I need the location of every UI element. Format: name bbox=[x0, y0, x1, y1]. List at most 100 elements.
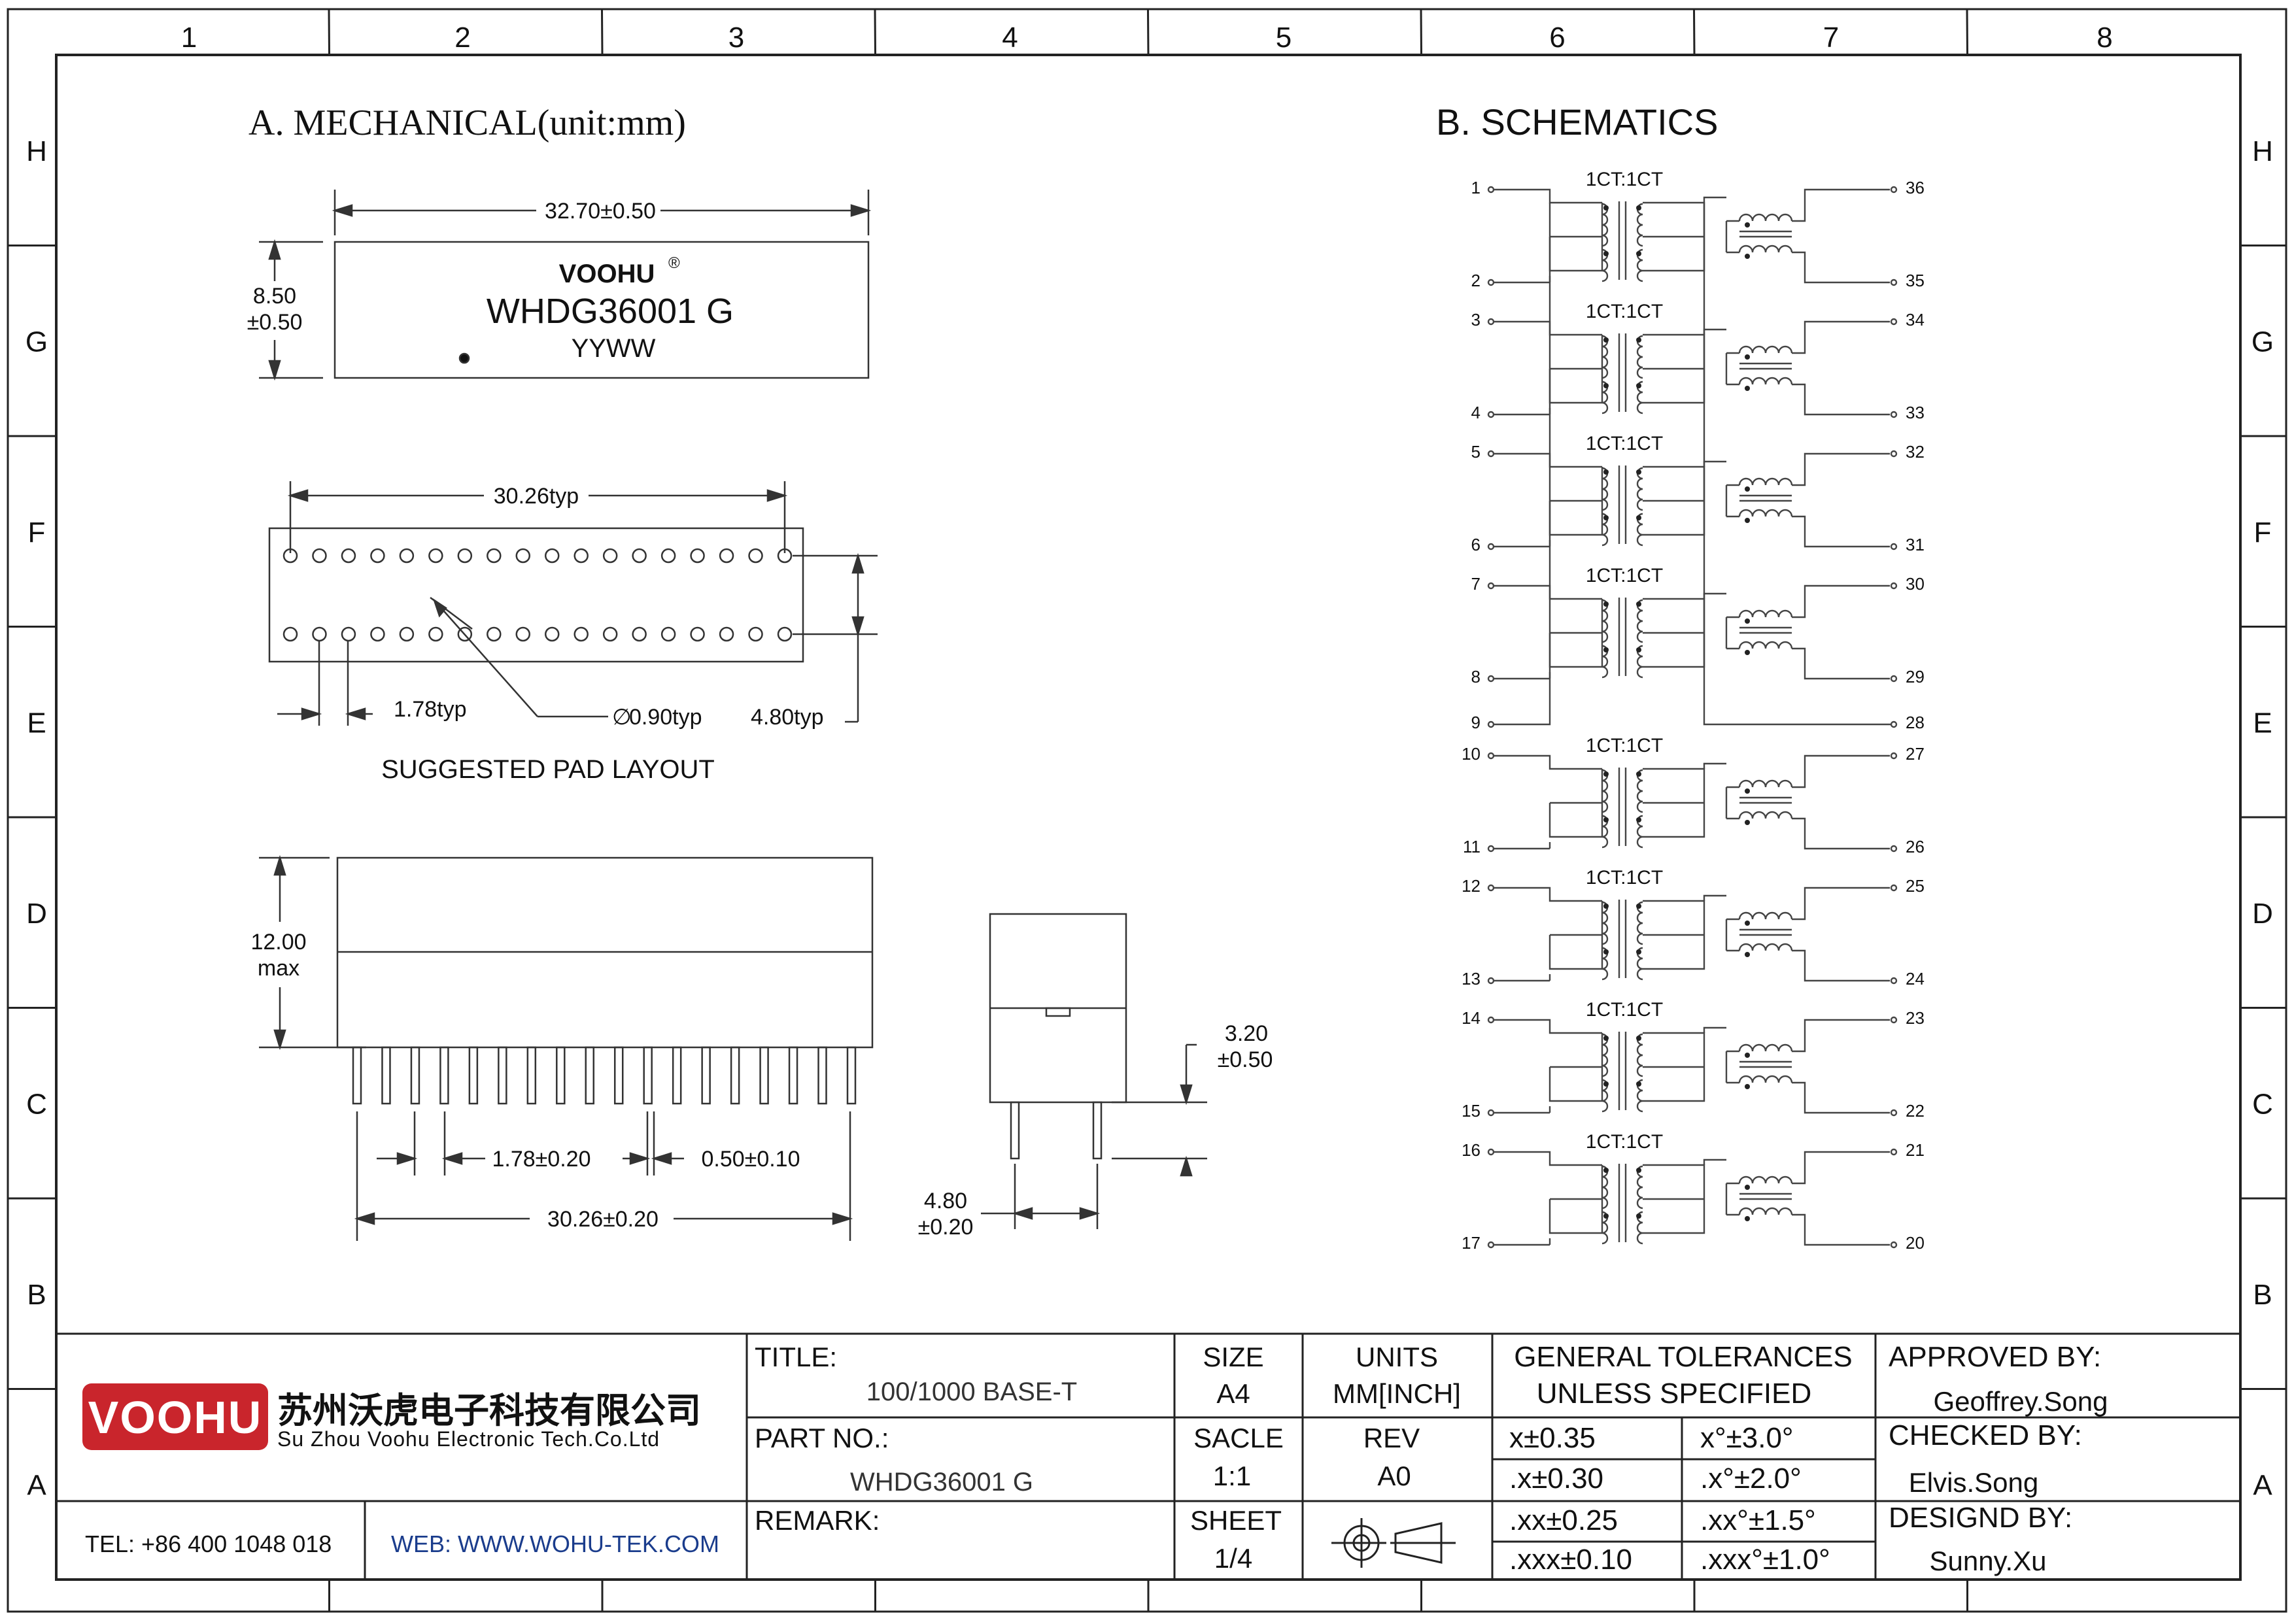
part-no-value: WHDG36001 G bbox=[850, 1468, 1033, 1497]
units-value: MM[INCH] bbox=[1333, 1378, 1461, 1409]
zone-row-label: A bbox=[27, 1469, 46, 1501]
pad-layout bbox=[268, 481, 878, 726]
pin-terminal bbox=[1890, 279, 1898, 286]
polarity-dot bbox=[1745, 354, 1750, 360]
polarity-dot bbox=[1745, 952, 1750, 957]
side-pin bbox=[759, 1046, 769, 1105]
wire bbox=[1494, 584, 1602, 600]
zone-col-label: 4 bbox=[1002, 22, 1018, 54]
polarity-dot bbox=[1745, 618, 1750, 624]
tolerance-linear: .xx±0.25 bbox=[1509, 1504, 1618, 1536]
side-pin bbox=[730, 1046, 740, 1105]
pad-hole bbox=[574, 548, 589, 564]
polarity-dot bbox=[1603, 515, 1609, 520]
pad-hole bbox=[544, 626, 560, 642]
designed-label: DESIGND BY: bbox=[1889, 1502, 2072, 1534]
primary-coil bbox=[1601, 467, 1609, 511]
schematic-pin-right: 21 bbox=[1906, 1140, 1925, 1160]
schematic-pin-left: 8 bbox=[1471, 667, 1481, 686]
wire bbox=[1549, 943, 1603, 981]
zone-row-label: F bbox=[2254, 516, 2272, 549]
zone-row-label: D bbox=[26, 898, 47, 930]
wire bbox=[1726, 515, 1890, 548]
tolerance-linear: .xxx±0.10 bbox=[1509, 1544, 1632, 1576]
side-pins bbox=[352, 1046, 857, 1105]
wire bbox=[1494, 1151, 1602, 1166]
end-pin-length-dim: 3.20 bbox=[1225, 1021, 1268, 1046]
polarity-dot bbox=[1636, 1213, 1641, 1219]
tel-number: TEL: +86 400 1048 018 bbox=[85, 1531, 332, 1557]
pad-hole bbox=[690, 626, 705, 642]
schematic-pin-right: 33 bbox=[1906, 403, 1925, 422]
schematic-pin-left: 15 bbox=[1462, 1101, 1481, 1121]
polarity-dot bbox=[1636, 383, 1641, 388]
pin-terminal bbox=[1890, 884, 1898, 892]
zone-col-label: 2 bbox=[454, 22, 470, 54]
transformer-ratio-label: 1CT:1CT bbox=[1586, 1131, 1663, 1153]
pin-terminal bbox=[1487, 1109, 1495, 1117]
secondary-coil bbox=[1636, 599, 1643, 643]
pad-hole bbox=[457, 548, 473, 564]
tolerance-angular: .xx°±1.5° bbox=[1700, 1504, 1816, 1536]
pad-hole bbox=[487, 548, 502, 564]
common-mode-choke bbox=[1738, 609, 1793, 618]
primary-coil bbox=[1601, 1033, 1609, 1077]
pad-hole bbox=[312, 626, 327, 642]
common-mode-choke bbox=[1738, 213, 1793, 222]
transformer-ratio-label: 1CT:1CT bbox=[1586, 867, 1663, 888]
pad-hole bbox=[341, 626, 356, 642]
wire bbox=[1726, 647, 1890, 680]
pad-hole bbox=[515, 548, 531, 564]
schematic-pin-right: 30 bbox=[1906, 574, 1925, 594]
zone-row-label: E bbox=[2253, 707, 2272, 739]
wire bbox=[1494, 887, 1602, 902]
zone-col-label: 1 bbox=[181, 22, 197, 54]
zone-row-label: A bbox=[2253, 1469, 2272, 1501]
polarity-dot bbox=[1745, 1053, 1750, 1058]
wire bbox=[1643, 598, 1705, 668]
wire bbox=[1726, 383, 1890, 416]
pad-pitch-dim: 1.78typ bbox=[394, 697, 467, 722]
pin-terminal bbox=[1487, 450, 1495, 458]
wire bbox=[1643, 1164, 1705, 1234]
schematic-pin-right: 27 bbox=[1906, 744, 1925, 764]
primary-coil bbox=[1601, 599, 1609, 643]
tolerance-angular: x°±3.0° bbox=[1700, 1422, 1794, 1454]
pin-terminal bbox=[1487, 1241, 1495, 1249]
side-pin bbox=[643, 1046, 653, 1105]
zone-row-label: B bbox=[2253, 1279, 2272, 1311]
wire bbox=[1494, 320, 1602, 336]
schematic-pin-left: 17 bbox=[1462, 1233, 1481, 1253]
title-block bbox=[56, 1332, 2240, 1580]
polarity-dot bbox=[1745, 486, 1750, 492]
pin-terminal bbox=[1487, 1148, 1495, 1156]
pad-hole bbox=[574, 626, 589, 642]
wire bbox=[1643, 201, 1705, 272]
zone-divider bbox=[1147, 8, 1150, 56]
pad-hole bbox=[544, 548, 560, 564]
pad-hole bbox=[748, 548, 763, 564]
pin-terminal bbox=[1890, 543, 1898, 550]
secondary-coil bbox=[1636, 901, 1643, 945]
web-address: WEB: WWW.WOHU-TEK.COM bbox=[391, 1531, 719, 1557]
pin-terminal bbox=[1890, 720, 1898, 728]
pin-terminal bbox=[1890, 752, 1898, 760]
polarity-dot bbox=[1603, 1036, 1609, 1041]
size-value: A4 bbox=[1216, 1378, 1250, 1409]
primary-coil bbox=[1601, 1165, 1609, 1210]
common-mode-choke bbox=[1738, 943, 1793, 951]
polarity-dot bbox=[1603, 205, 1609, 211]
pad-hole bbox=[632, 548, 647, 564]
pin-width-dim: 0.50±0.10 bbox=[701, 1147, 800, 1172]
side-view bbox=[259, 854, 874, 1241]
transformer-ratio-label: 1CT:1CT bbox=[1586, 433, 1663, 454]
pad-hole bbox=[690, 548, 705, 564]
polarity-dot bbox=[1636, 949, 1641, 955]
transformer-ratio-label: 1CT:1CT bbox=[1586, 735, 1663, 756]
wire bbox=[1549, 245, 1603, 282]
common-mode-choke bbox=[1738, 477, 1793, 486]
polarity-dot bbox=[1603, 817, 1609, 822]
common-mode-choke bbox=[1738, 911, 1793, 920]
secondary-coil bbox=[1636, 335, 1643, 379]
